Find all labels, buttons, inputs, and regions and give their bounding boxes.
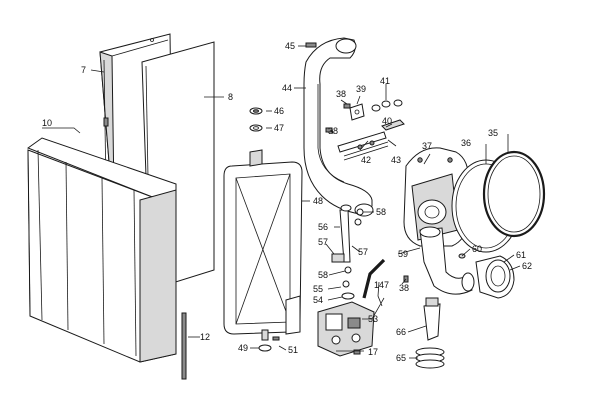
- callout-49: 49: [238, 343, 248, 353]
- fan-housing-part: [403, 147, 469, 247]
- sensor-bracket-part: [349, 103, 365, 121]
- leader-lines: [42, 45, 521, 359]
- callout-66: 66: [396, 327, 406, 337]
- electrode-assembly-part: [337, 131, 389, 161]
- valve-cap-part: [249, 107, 263, 115]
- washer-part: [249, 124, 263, 132]
- pipe-fittings-part: [331, 208, 364, 300]
- outer-ring-part: [482, 150, 546, 238]
- callout-55: 55: [313, 284, 323, 294]
- hose-part: [362, 258, 386, 299]
- callout-7: 7: [81, 65, 86, 75]
- screw-part: [272, 336, 280, 341]
- callout-8: 8: [228, 92, 233, 102]
- callout-38c: 38: [399, 283, 409, 293]
- callout-60: 60: [472, 244, 482, 254]
- callout-46: 46: [274, 106, 284, 116]
- callout-58a: 58: [318, 270, 328, 280]
- callout-17: 17: [368, 347, 378, 357]
- callout-38a: 38: [336, 89, 346, 99]
- o-rings-part: [371, 99, 403, 112]
- callout-59: 59: [398, 249, 408, 259]
- callout-54: 54: [313, 295, 323, 305]
- expansion-vessel-part: [223, 149, 303, 335]
- injector-part: [423, 297, 441, 341]
- callout-147: 147: [374, 280, 389, 290]
- callout-48: 48: [313, 196, 323, 206]
- callout-36: 36: [461, 138, 471, 148]
- callout-45: 45: [285, 41, 295, 51]
- callout-labels: 7 8 10 12 17 35 36 37 38 38 38 39 40 41 …: [42, 41, 532, 363]
- callout-65: 65: [396, 353, 406, 363]
- callout-40: 40: [382, 116, 392, 126]
- callout-51: 51: [288, 345, 298, 355]
- callout-53: 53: [368, 314, 378, 324]
- callout-12: 12: [200, 332, 210, 342]
- callout-47: 47: [274, 123, 284, 133]
- callout-42: 42: [361, 155, 371, 165]
- callout-57a: 57: [318, 237, 328, 247]
- front-casing-part: [26, 137, 177, 363]
- vessel-bracket-part: [285, 295, 301, 335]
- mixing-elbow-part: [419, 226, 475, 295]
- callout-62: 62: [522, 261, 532, 271]
- duct-screw-part: [305, 42, 317, 48]
- callout-10: 10: [42, 118, 52, 128]
- callout-56: 56: [318, 222, 328, 232]
- callout-57b: 57: [358, 247, 368, 257]
- probe-part: [381, 119, 405, 131]
- seal-rings-part: [415, 347, 445, 369]
- callout-38b: 38: [328, 126, 338, 136]
- gas-valve-part: [317, 301, 375, 357]
- callout-58b: 58: [376, 207, 386, 217]
- gas-pipe-part: [339, 204, 352, 263]
- flue-duct-part: [303, 37, 374, 217]
- valve-screw-part: [353, 349, 361, 355]
- callout-35: 35: [488, 128, 498, 138]
- callout-44: 44: [282, 83, 292, 93]
- callout-61: 61: [516, 250, 526, 260]
- rod-part: [181, 312, 187, 380]
- callout-41: 41: [380, 76, 390, 86]
- callout-39: 39: [356, 84, 366, 94]
- air-intake-part: [475, 255, 515, 299]
- callout-37: 37: [422, 141, 432, 151]
- callout-43: 43: [391, 155, 401, 165]
